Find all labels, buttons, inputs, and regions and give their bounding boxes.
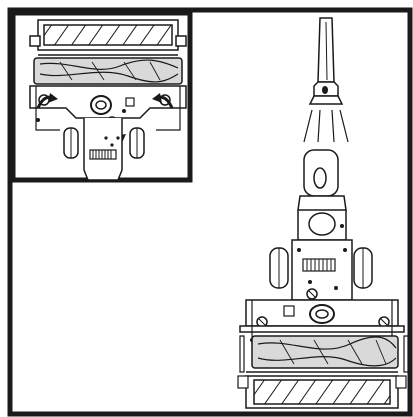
vacuum-wand-tube [303,17,349,143]
inset-bristle-roller [33,57,183,85]
inset-underside-view [10,10,193,183]
vacuum-nozzle-assembly [237,149,409,409]
inset-neck [63,116,145,181]
inset-brush-roll [29,19,187,56]
inset-base-plate [29,85,187,131]
outer-frame [7,7,413,417]
